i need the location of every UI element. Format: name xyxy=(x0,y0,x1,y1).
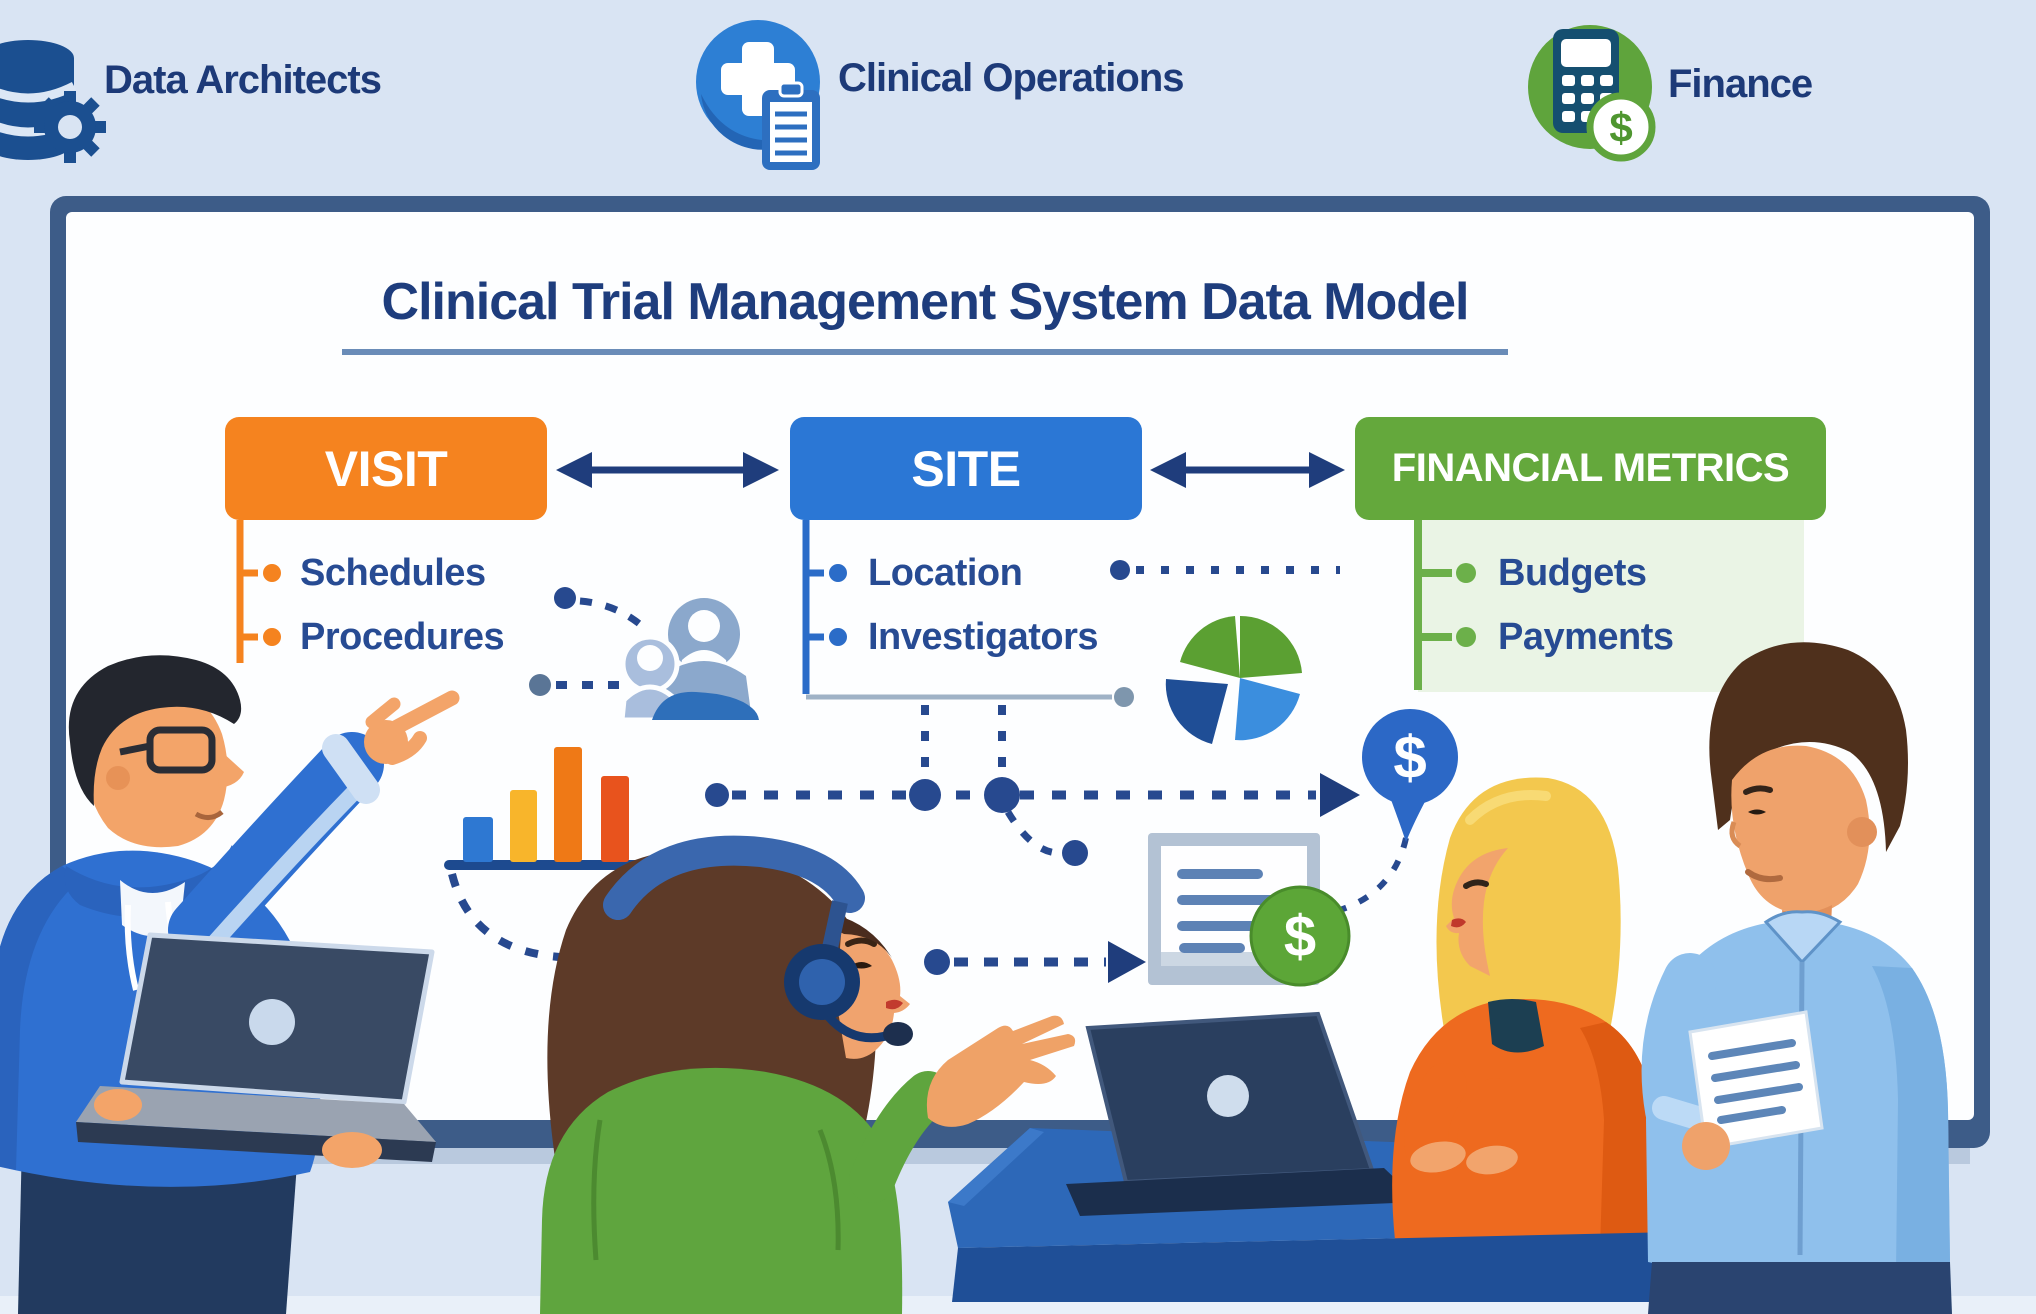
dollar-coin-icon: $ xyxy=(1249,885,1351,987)
entity-box-financial-metrics: FINANCIAL METRICS xyxy=(1355,417,1826,520)
role-label-finance: Finance xyxy=(1668,62,1813,106)
database-gear-icon xyxy=(0,40,106,163)
board-title: Clinical Trial Management System Data Mo… xyxy=(381,273,1470,331)
attribute-schedules: Schedules xyxy=(300,552,486,594)
role-label-data-architects: Data Architects xyxy=(104,58,382,102)
attribute-budgets: Budgets xyxy=(1498,552,1647,594)
dollar-sign: $ xyxy=(1393,724,1426,791)
entity-box-site: SITE xyxy=(790,417,1142,520)
gear-icon xyxy=(34,91,106,163)
attribute-location: Location xyxy=(868,552,1023,594)
financial-attribute-tree xyxy=(1414,520,1804,692)
visit-site-arrow xyxy=(556,452,779,488)
entity-box-visit: VISIT xyxy=(225,417,547,520)
site-attribute-tree xyxy=(802,520,1134,707)
bar-chart-illustration xyxy=(444,747,658,870)
entity-label: SITE xyxy=(911,440,1021,497)
laptop-on-desk-icon xyxy=(1066,1011,1420,1216)
illustration-data-architect xyxy=(0,655,460,1314)
desk-front xyxy=(952,1232,1686,1302)
calculator-dollar-icon: $ xyxy=(1528,25,1656,162)
illustration-finance-analyst xyxy=(1392,777,1664,1254)
attribute-investigators: Investigators xyxy=(868,616,1099,658)
people-group-icon xyxy=(619,598,759,723)
entity-label: VISIT xyxy=(324,440,448,497)
entity-label: FINANCIAL METRICS xyxy=(1391,446,1790,490)
medical-cross-clipboard-icon xyxy=(696,20,820,170)
laptop-icon xyxy=(76,932,436,1162)
dollar-sign: $ xyxy=(1609,104,1632,151)
illustration-man-with-report xyxy=(1641,642,1952,1314)
site-financial-arrow xyxy=(1150,452,1345,488)
clipboard-icon xyxy=(762,81,820,170)
report-paper-icon xyxy=(1688,1010,1824,1150)
visit-attribute-tree xyxy=(236,520,281,663)
dollar-bubble-icon: $ xyxy=(1362,709,1458,842)
attribute-procedures: Procedures xyxy=(300,616,505,658)
attribute-payments: Payments xyxy=(1498,616,1674,658)
role-label-clinical-operations: Clinical Operations xyxy=(838,56,1185,100)
dollar-sign: $ xyxy=(1284,904,1316,969)
pie-chart-illustration xyxy=(1165,615,1302,744)
illustration-clinical-coordinator xyxy=(540,835,1076,1314)
